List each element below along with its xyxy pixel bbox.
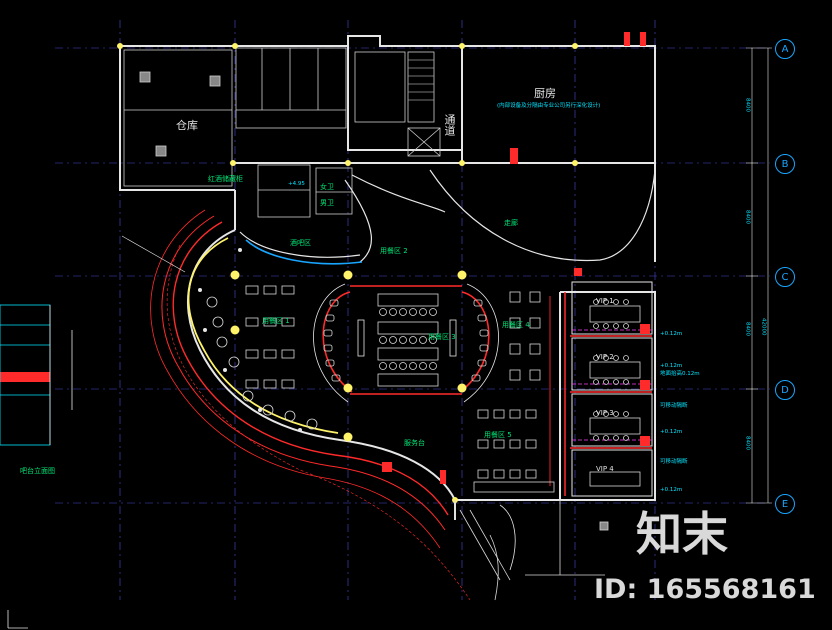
axis-bubble-b: B — [775, 154, 795, 174]
furniture — [206, 285, 641, 493]
level-note-1: 地面抬高0.12m — [660, 371, 700, 377]
dim-de: 8400 — [744, 436, 751, 450]
dim-ab: 8400 — [744, 98, 751, 112]
dining-1-label: 用餐区 1 — [262, 317, 290, 325]
dining-5-label: 用餐区 5 — [484, 431, 512, 439]
level-note-2: 可移动隔断 — [660, 403, 688, 409]
corridor-curve — [344, 169, 656, 263]
vip-red-partitions — [549, 292, 652, 496]
bar-counter — [239, 231, 363, 265]
leader-line — [121, 235, 186, 273]
dim-cd: 8400 — [744, 322, 751, 336]
corridor-label: 走廊 — [504, 219, 518, 227]
ladies-label: 女卫 — [320, 183, 334, 191]
axis-bubble-e: E — [775, 494, 795, 514]
entrance — [454, 500, 609, 601]
gents-label: 男卫 — [320, 199, 334, 207]
bar-elevation-detail — [0, 304, 73, 446]
dim-bc: 8400 — [744, 210, 751, 224]
dim-total: 42000 — [760, 318, 767, 336]
level-2: +0.12m — [660, 363, 683, 369]
level-3: +0.12m — [660, 429, 683, 435]
watermark-brand: 知末 — [636, 507, 728, 561]
warehouse-label: 仓库 — [176, 119, 198, 132]
dining-2-label: 用餐区 2 — [380, 247, 408, 255]
vip-2-label: VIP 2 — [596, 353, 614, 361]
bar-elevation-label: 吧台立面图 — [20, 467, 55, 475]
vip-3-label: VIP 3 — [596, 409, 614, 417]
axis-bubble-d: D — [775, 380, 795, 400]
dining-4-label: 用餐区 4 — [502, 321, 530, 329]
vip-1-label: VIP 1 — [596, 297, 614, 305]
level-1: +0.12m — [660, 331, 683, 337]
watermark-id: ID: 165568161 — [594, 574, 816, 605]
dimension-lines — [746, 47, 772, 504]
vip-magenta-dims — [572, 329, 652, 441]
level-4: +0.12m — [660, 487, 683, 493]
vip-4-label: VIP 4 — [596, 465, 614, 473]
wine-room-label: 红酒储藏柜 — [208, 175, 243, 183]
dining-3-label: 用餐区 3 — [428, 333, 456, 341]
dining-ring — [313, 283, 499, 403]
level-note-3: 可移动隔断 — [660, 459, 688, 465]
kitchen-note: (内部设备及分隔由专业公司另行深化设计) — [497, 103, 601, 109]
service-label: 服务台 — [404, 439, 425, 447]
ceiling-lights-small — [198, 248, 302, 432]
red-markers — [0, 32, 650, 484]
axis-bubble-a: A — [775, 39, 795, 59]
axis-bubble-c: C — [775, 267, 795, 287]
kitchen-label: 厨房 — [534, 87, 556, 100]
elevation-note: +4.95 — [288, 181, 305, 187]
ucs-icon — [7, 610, 28, 629]
bar-label: 酒吧区 — [290, 239, 311, 247]
passage-label: 通道 — [443, 114, 456, 136]
light-fixtures — [117, 43, 578, 503]
inner-partitions — [123, 47, 441, 218]
vip-rooms — [571, 281, 653, 497]
curved-facade — [150, 209, 471, 601]
